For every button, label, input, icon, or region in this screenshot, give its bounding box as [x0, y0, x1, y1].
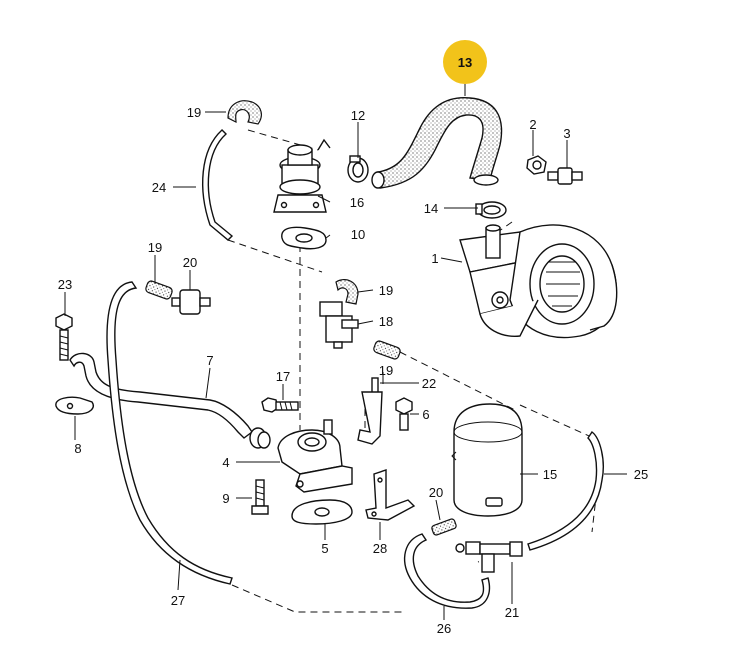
callout-1[interactable]: 1	[431, 251, 438, 266]
nut-2[interactable]	[526, 155, 547, 175]
callout-13[interactable]: 13	[458, 55, 472, 70]
callout-8[interactable]: 8	[74, 441, 81, 456]
callout-28[interactable]: 28	[373, 541, 387, 556]
callout-12[interactable]: 12	[351, 108, 365, 123]
callout-19-right[interactable]: 19	[379, 283, 393, 298]
hose-25-right[interactable]	[527, 430, 604, 551]
hose-25-left[interactable]	[202, 129, 234, 241]
callout-19-low[interactable]: 19	[379, 363, 393, 378]
callout-10[interactable]: 10	[351, 227, 365, 242]
air-pump-1[interactable]	[459, 224, 618, 339]
callout-26[interactable]: 26	[437, 621, 451, 636]
callout-labels: 13 19 12 2 3 24 16 14 10 19 1 20 23 19 1…	[58, 55, 648, 636]
filter-22[interactable]	[171, 289, 211, 315]
callout-16[interactable]: 15	[543, 467, 557, 482]
callout-7[interactable]: 7	[206, 353, 213, 368]
hose-19-mid[interactable]	[145, 280, 174, 300]
vacuum-reservoir-16[interactable]	[451, 403, 523, 517]
hose-20[interactable]	[431, 518, 457, 536]
bolt-17[interactable]	[261, 397, 299, 413]
callout-22[interactable]: 20	[183, 255, 197, 270]
callout-27[interactable]: 27	[171, 593, 185, 608]
bracket-23[interactable]	[357, 377, 383, 445]
clamp-8[interactable]	[55, 396, 94, 415]
t-piece-21[interactable]	[455, 541, 523, 573]
callout-14[interactable]: 14	[424, 201, 438, 216]
callout-25-right[interactable]: 25	[634, 467, 648, 482]
hose-13[interactable]	[371, 97, 503, 189]
callout-4[interactable]: 4	[222, 455, 229, 470]
callout-24[interactable]: 23	[58, 277, 72, 292]
hose-26[interactable]	[403, 533, 491, 609]
check-valve-3[interactable]	[547, 167, 583, 185]
clamp-12[interactable]	[347, 155, 369, 183]
clamp-14[interactable]	[475, 201, 507, 219]
callout-20[interactable]: 20	[429, 485, 443, 500]
gasket-5[interactable]	[291, 499, 353, 525]
bolt-24[interactable]	[55, 313, 73, 361]
highlight-marker-13	[443, 40, 487, 84]
hose-19-right[interactable]	[335, 279, 359, 305]
valve-housing-4[interactable]	[277, 419, 353, 493]
callout-2[interactable]: 2	[529, 117, 536, 132]
gasket-10[interactable]	[281, 226, 327, 250]
callout-15[interactable]: 16	[350, 195, 364, 210]
bolt-6[interactable]	[395, 397, 413, 431]
callout-21[interactable]: 21	[505, 605, 519, 620]
valve-15[interactable]	[273, 138, 331, 213]
hose-19-low[interactable]	[373, 340, 402, 360]
callout-9[interactable]: 9	[222, 491, 229, 506]
bracket-28[interactable]	[365, 469, 416, 521]
callout-18[interactable]: 18	[379, 314, 393, 329]
callout-3[interactable]: 3	[563, 126, 570, 141]
hose-19-top[interactable]	[227, 100, 262, 125]
callout-5[interactable]: 5	[321, 541, 328, 556]
pipe-7[interactable]	[69, 352, 271, 449]
callout-19-mid[interactable]: 19	[148, 240, 162, 255]
bolt-9[interactable]	[251, 479, 269, 515]
hose-27[interactable]	[106, 281, 233, 585]
callout-23[interactable]: 22	[422, 376, 436, 391]
callout-17[interactable]: 17	[276, 369, 290, 384]
callout-19-top[interactable]: 19	[187, 105, 201, 120]
callout-6[interactable]: 6	[422, 407, 429, 422]
leader-lines	[64, 84, 627, 620]
callout-25-left[interactable]: 24	[152, 180, 166, 195]
solenoid-valve-18[interactable]	[319, 301, 359, 349]
